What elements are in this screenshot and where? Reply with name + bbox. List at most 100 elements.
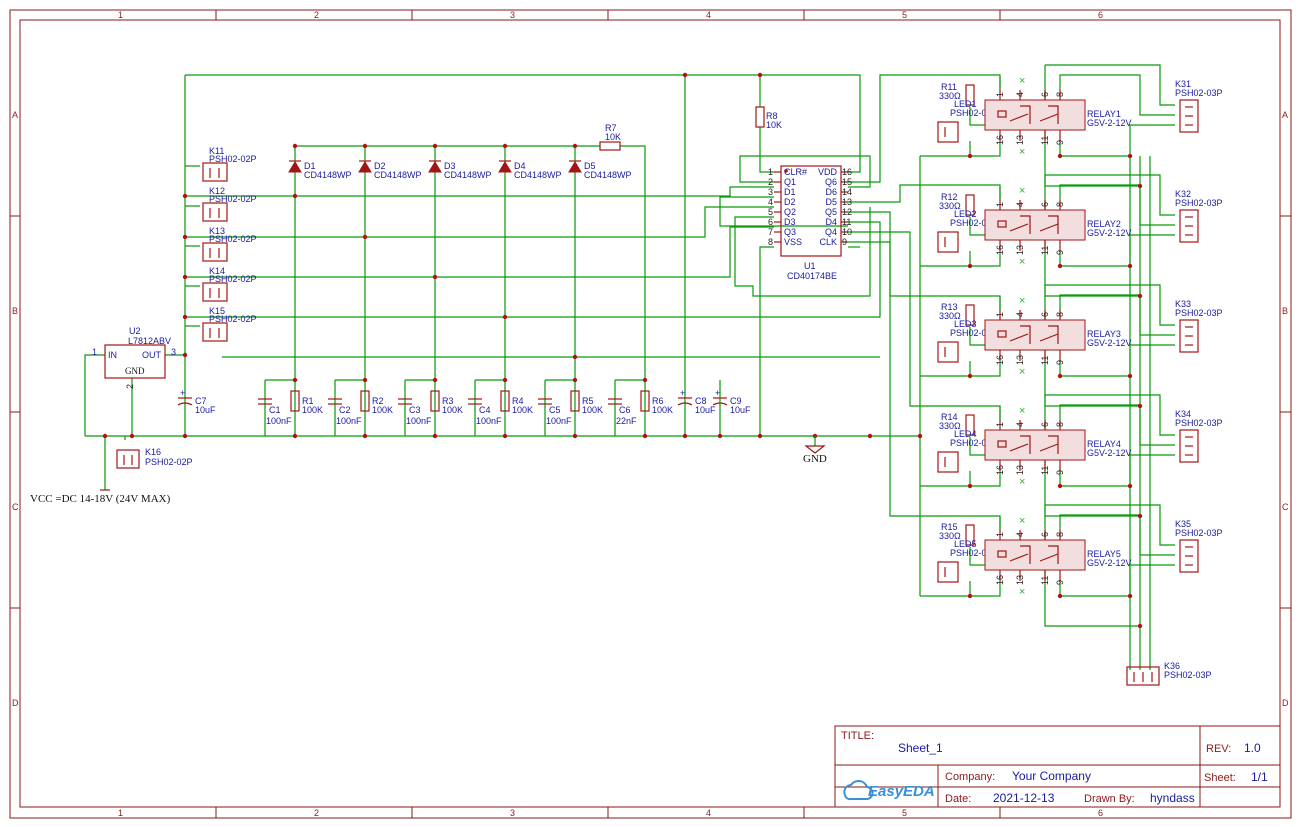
cap-value: 100nF	[546, 416, 572, 426]
relay-ref: RELAY4	[1087, 439, 1121, 449]
diodes: D1CD4148WPD2CD4148WPD3CD4148WPD4CD4148WP…	[288, 160, 632, 180]
output-connector-value: PSH02-03P	[1175, 88, 1223, 98]
relay-pin-num: 13	[1015, 245, 1025, 255]
u2-pin-in: 1	[92, 347, 97, 357]
diode-ref: D2	[374, 161, 386, 171]
junction-dot	[867, 433, 873, 439]
nc-mark-icon: ×	[1019, 405, 1025, 417]
junction-dot	[502, 143, 508, 149]
resistor-body	[430, 390, 440, 412]
connector-body	[202, 162, 228, 182]
junction-dot	[642, 433, 648, 439]
junction-dot	[967, 483, 973, 489]
junction-dot	[182, 234, 188, 240]
relay-pin-num: 9	[1055, 250, 1065, 255]
nc-mark-icon: ×	[1019, 476, 1025, 488]
output-connector	[1179, 429, 1199, 463]
grid-col-top: 3	[510, 10, 515, 20]
resistor-body	[570, 390, 580, 412]
c7-ref: C7	[195, 396, 207, 406]
relay-value: G5V-2-12V	[1087, 338, 1132, 348]
grid-row-left: D	[12, 698, 19, 708]
output-connector-ref: K34	[1175, 409, 1191, 419]
u2-in-label: IN	[108, 350, 117, 360]
svg-text:+: +	[680, 388, 685, 398]
junction-dot	[642, 377, 648, 383]
led-ref: LED2	[954, 209, 977, 219]
diode-ref: D1	[304, 161, 316, 171]
resistor-ref: R1	[302, 396, 314, 406]
drawn-key: Drawn By:	[1084, 793, 1135, 805]
diode-value: CD4148WP	[444, 170, 492, 180]
led-value: PSH02-0	[950, 218, 987, 228]
resistor-body	[360, 390, 370, 412]
resistor-ref: R2	[372, 396, 384, 406]
junction-dot	[292, 433, 298, 439]
relay-resistor	[965, 414, 975, 436]
relay-coil	[997, 110, 1007, 118]
relay-resistor-value: 330Ω	[939, 311, 961, 321]
r7-resistor: R7 10K	[599, 123, 621, 151]
c7-capacitor: + C7 10uF	[177, 388, 216, 415]
led-value: PSH02-0	[950, 328, 987, 338]
junction-dot	[502, 377, 508, 383]
grid-col-bottom: 4	[706, 808, 711, 818]
junction-dot	[1057, 153, 1063, 159]
grid-col-bottom: 3	[510, 808, 515, 818]
resistor-value: 100K	[372, 405, 393, 415]
k16-connector: K16 PSH02-02P	[100, 447, 193, 491]
junction-dot	[362, 234, 368, 240]
relay-pin-num: 1	[995, 312, 1005, 317]
rc-network: R1100KR2100KR3100KR4100KR5100KR6100KC110…	[258, 390, 673, 426]
relay-pin-num: 1	[995, 202, 1005, 207]
diode-symbol	[428, 161, 442, 173]
relay-contact	[1009, 223, 1029, 232]
relay-body	[984, 99, 1086, 131]
grid-col-top: 4	[706, 10, 711, 20]
junction-dot	[182, 193, 188, 199]
led-ref: LED5	[954, 539, 977, 549]
easyeda-logo: EasyEDA	[843, 780, 935, 801]
u1-pin-name: Q6	[825, 177, 837, 187]
c9-capacitor: + C9 10uF	[712, 388, 751, 415]
relay-resistor	[965, 304, 975, 326]
relay-pin-num: 9	[1055, 140, 1065, 145]
nc-mark-icon: ×	[1019, 366, 1025, 378]
relay-pin-num: 11	[1040, 576, 1050, 585]
nc-mark-icon: ×	[1019, 256, 1025, 268]
u1-pin-num: 16	[842, 167, 852, 177]
relay-ref: RELAY3	[1087, 329, 1121, 339]
r8-value: 10K	[766, 120, 782, 130]
led-ref: LED4	[954, 429, 977, 439]
diode-symbol	[358, 161, 372, 173]
relay-pin-num: 16	[995, 355, 1005, 365]
output-connector-value: PSH02-03P	[1175, 528, 1223, 538]
junction-dot	[432, 377, 438, 383]
junction-dot	[717, 433, 723, 439]
k16-value: PSH02-02P	[145, 457, 193, 467]
junction-dot	[362, 377, 368, 383]
cap-ref: C3	[409, 405, 421, 415]
connector-body	[202, 202, 228, 222]
u1-pin-name: VDD	[818, 167, 838, 177]
nc-mark-icon: ×	[1019, 586, 1025, 598]
date-value: 2021-12-13	[993, 791, 1055, 805]
c8-value: 10uF	[695, 405, 716, 415]
grid-col-bottom: 1	[118, 808, 123, 818]
grid-row-right: D	[1282, 698, 1289, 708]
connector-ref: K11	[209, 146, 224, 156]
sheet-key: Sheet:	[1204, 772, 1236, 784]
u1-pin-name: D2	[784, 197, 796, 207]
c8-capacitor: + C8 10uF	[677, 388, 716, 415]
diode-value: CD4148WP	[304, 170, 352, 180]
junction-dot	[1137, 513, 1143, 519]
c7-value: 10uF	[195, 405, 216, 415]
relay-ref: RELAY1	[1087, 109, 1121, 119]
relay-pin-num: 8	[1055, 422, 1065, 427]
connector-body	[202, 322, 228, 342]
junction-dot	[129, 433, 135, 439]
relay-pin-num: 4	[1015, 422, 1025, 427]
k36-ref: K36	[1164, 661, 1180, 671]
